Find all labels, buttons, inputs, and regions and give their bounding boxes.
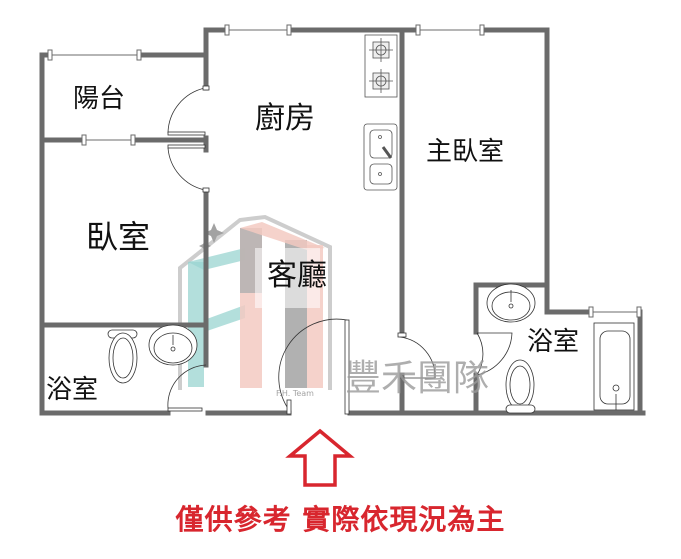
kitchen-sink-icon [363,123,398,191]
room-label-bedroom: 臥室 [86,218,150,256]
room-label-kitchen: 廚房 [255,101,315,136]
doors [167,85,513,415]
bathtub-icon [593,322,635,411]
disclaimer-text: 僅供參考 實際依現況為主 [175,503,506,536]
room-label-bathroom-left: 浴室 [46,375,98,405]
room-label-living-room: 客廳 [267,258,327,293]
watermark-logo: F.H. Team [178,214,332,398]
washbasin-icon [148,324,198,366]
room-label-bathroom-right: 浴室 [527,327,579,357]
walls [39,27,646,416]
room-label-master-bedroom: 主臥室 [426,137,504,167]
windows [47,24,642,318]
toilet-icon [107,329,138,384]
room-label-balcony: 陽台 [73,84,125,114]
stove-icon [364,34,398,98]
watermark-logo-text: F.H. Team [276,389,314,398]
toilet-right-icon [505,359,536,414]
watermark-team-name: 豐禾團隊 [345,358,489,399]
washbasin-right-icon [486,283,536,323]
entrance-arrow-icon [285,428,355,487]
